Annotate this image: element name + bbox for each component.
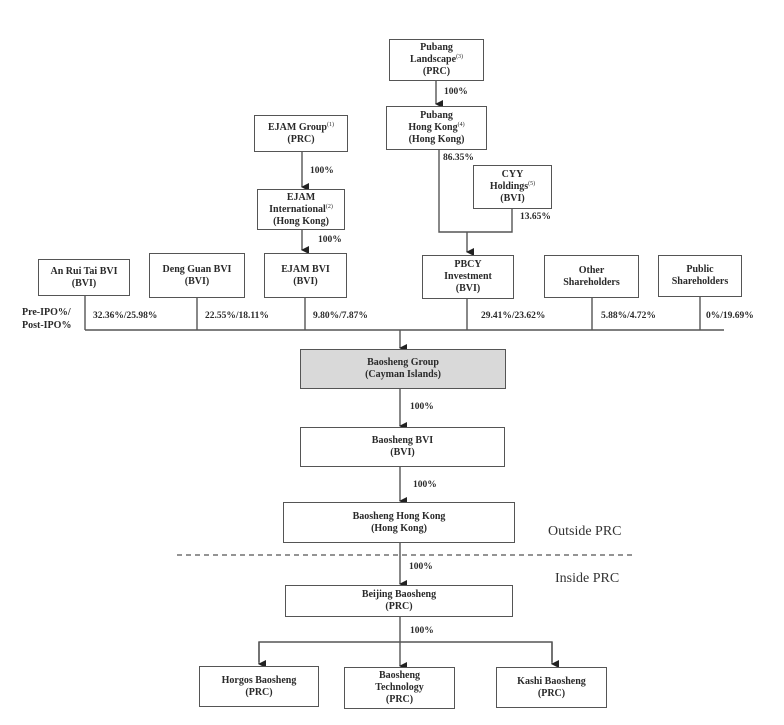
edge-label: 100% xyxy=(410,402,434,412)
node-baosheng-group: Baosheng Group (Cayman Islands) xyxy=(300,349,506,389)
stake-pbcy: 29.41%/23.62% xyxy=(481,311,546,321)
node-other-shareholders: Other Shareholders xyxy=(544,255,639,298)
node-baosheng-hong-kong: Baosheng Hong Kong (Hong Kong) xyxy=(283,502,515,543)
node-deng-guan-bvi: Deng Guan BVI (BVI) xyxy=(149,253,245,298)
edge-label: 100% xyxy=(413,480,437,490)
node-ejam-group: EJAM Group(1) (PRC) xyxy=(254,115,348,152)
node-cyy-holdings: CYY Holdings(5) (BVI) xyxy=(473,165,552,209)
edge-label: 100% xyxy=(410,626,434,636)
stake-other: 5.88%/4.72% xyxy=(601,311,656,321)
edge-label: 100% xyxy=(310,166,334,176)
edge-label: 100% xyxy=(444,87,468,97)
edge-hk-cyy-pbcy xyxy=(438,150,513,233)
stake-deng-guan: 22.55%/18.11% xyxy=(205,311,269,321)
node-beijing-baosheng: Beijing Baosheng (PRC) xyxy=(285,585,513,617)
edge-label: 13.65% xyxy=(520,212,551,222)
stake-ejam-bvi: 9.80%/7.87% xyxy=(313,311,368,321)
node-pbcy-investment: PBCY Investment (BVI) xyxy=(422,255,514,299)
edge-label: 100% xyxy=(318,235,342,245)
edge-label: 100% xyxy=(409,562,433,572)
node-an-rui-tai-bvi: An Rui Tai BVI (BVI) xyxy=(38,259,130,296)
node-horgos-baosheng: Horgos Baosheng (PRC) xyxy=(199,666,319,707)
node-public-shareholders: Public Shareholders xyxy=(658,255,742,297)
footnote-ref: (2) xyxy=(325,203,333,210)
node-pubang-landscape: Pubang Landscape(3) (PRC) xyxy=(389,39,484,81)
node-baosheng-technology: Baosheng Technology (PRC) xyxy=(344,667,455,709)
footnote-ref: (1) xyxy=(327,121,334,128)
footnote-ref: (3) xyxy=(456,54,464,60)
edge-label: 86.35% xyxy=(443,153,474,163)
stake-public: 0%/19.69% xyxy=(706,311,754,321)
footnote-ref: (5) xyxy=(528,181,536,187)
pre-post-ipo-label: Pre-IPO%/ Post-IPO% xyxy=(22,307,72,331)
stake-an-rui-tai: 32.36%/25.98% xyxy=(93,311,158,321)
node-baosheng-bvi: Baosheng BVI (BVI) xyxy=(300,427,505,467)
node-pubang-hong-kong: Pubang Hong Kong(4) (Hong Kong) xyxy=(386,106,487,150)
node-ejam-bvi: EJAM BVI (BVI) xyxy=(264,253,347,298)
region-outside-prc: Outside PRC xyxy=(548,524,622,539)
node-kashi-baosheng: Kashi Baosheng (PRC) xyxy=(496,667,607,708)
region-inside-prc: Inside PRC xyxy=(555,571,620,586)
footnote-ref: (4) xyxy=(457,122,465,128)
node-ejam-international: EJAM International(2) (Hong Kong) xyxy=(257,189,345,230)
